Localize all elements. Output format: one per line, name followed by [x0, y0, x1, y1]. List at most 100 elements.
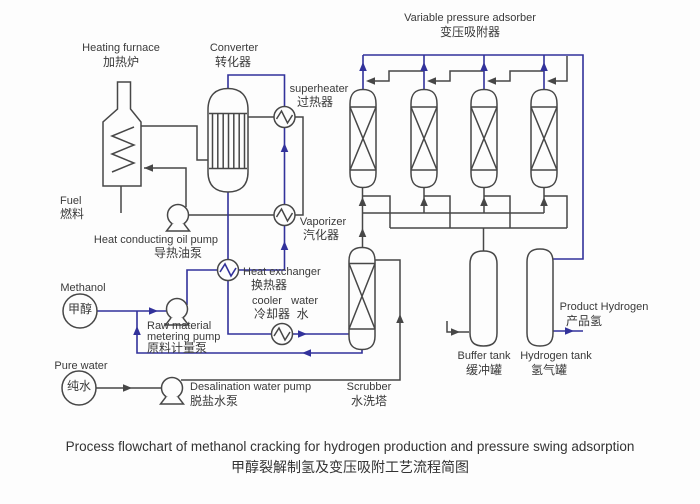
buffer-tank-label-en: Buffer tank [457, 350, 511, 362]
arrow-scrubber-riser-low [358, 228, 367, 237]
arrow-equalization-1 [366, 77, 375, 85]
raw-material-metering-pump [163, 297, 191, 326]
arrow-riser-3 [480, 62, 488, 71]
vaporizer-label-en: Vaporizer [299, 216, 347, 228]
pure-water-label-zh: 纯水 [66, 379, 91, 393]
buffer-inlet-stub [446, 321, 469, 333]
cooler [270, 322, 294, 346]
converter-label-zh: 转化器 [214, 55, 251, 69]
fuel-label-zh: 燃料 [60, 207, 85, 221]
arrow-adsorber2-feed [420, 197, 428, 206]
desalination-pump-label-en: Desalination water pump [190, 381, 312, 393]
product-hydrogen-label-zh: 产品氢 [565, 314, 602, 328]
converter-tubes [209, 112, 247, 170]
scrubber-packing [348, 262, 376, 330]
thermal-oil-piping [120, 116, 304, 216]
diagram-caption-zh: 甲醇裂解制氢及变压吸附工艺流程简图 [231, 459, 469, 475]
arrow-methanol [149, 307, 158, 315]
hydrogen-tank [526, 248, 554, 347]
process-arrowheads [133, 62, 574, 357]
adsorber-top-risers [362, 55, 545, 90]
arrow-riser-1 [359, 62, 367, 71]
methanol-label-en: Methanol [60, 282, 106, 294]
hydrogen-tank-label-zh: 氢气罐 [530, 363, 567, 377]
product-hydrogen-label-en: Product Hydrogen [559, 301, 649, 313]
pure-water-source [61, 370, 97, 406]
arrow-equalization-4 [547, 77, 556, 85]
scrubber-column [348, 246, 376, 351]
fuel-label-en: Fuel [60, 195, 82, 207]
vaporizer-coil-symbol [275, 207, 294, 223]
arrow-buffer-inlet [451, 328, 460, 336]
superheater-label-en: superheater [289, 83, 349, 95]
heating-furnace-label-zh: 加热炉 [102, 55, 139, 69]
heating-furnace [102, 81, 142, 187]
methanol-source [62, 293, 98, 329]
buffer-tank [469, 250, 498, 347]
arrow-recycle-left [302, 349, 311, 357]
metering-pump-label-en1: Raw material [147, 320, 212, 332]
arrow-to-scrubber [298, 330, 307, 338]
furnace-coil [110, 126, 136, 173]
arrow-adsorber1-feed [358, 197, 367, 206]
oil-pump-label-en: Heat conducting oil pump [93, 234, 219, 246]
heat-exchanger-label-en: Heat exchanger [243, 266, 321, 278]
converter-label-en: Converter [209, 42, 259, 54]
arrow-adsorber3-feed [480, 197, 488, 206]
furnace-body [102, 81, 142, 187]
arrow-equalization-3 [487, 77, 496, 85]
arrow-adsorber4-feed [540, 197, 548, 206]
arrow-to-vaporizer [280, 241, 289, 250]
feed-preheat-line [186, 74, 286, 305]
arrow-riser-4 [540, 62, 548, 71]
oil-pump-label-zh: 导热油泵 [153, 246, 202, 260]
adsorber-column-4 [530, 88, 558, 189]
arrow-pure-water [123, 384, 132, 392]
desalination-water-pump [158, 376, 186, 405]
arrow-to-superheater [280, 143, 289, 152]
scrubber-label-zh: 水洗塔 [350, 394, 387, 408]
superheater [273, 105, 296, 129]
superheater-to-vaporizer-line [295, 116, 304, 216]
arrow-recycle-up [133, 326, 141, 335]
arrow-product-hydrogen [565, 327, 574, 335]
heat-conducting-oil-pump [164, 203, 192, 232]
metering-pump-base [163, 317, 191, 326]
diagram-caption-en: Process flowchart of methanol cracking f… [65, 439, 635, 454]
adsorber-title-zh: 变压吸附器 [439, 25, 500, 39]
hydrogen-tank-label-en: Hydrogen tank [520, 350, 592, 362]
methanol-label-zh: 甲醇 [67, 302, 92, 316]
scrubber-shell [348, 246, 376, 351]
adsorber-title-en: Variable pressure adsorber [404, 12, 536, 24]
stepover-branches [362, 195, 568, 228]
superheater-label-zh: 过热器 [296, 95, 333, 109]
superheater-coil-symbol [275, 109, 294, 125]
heat-exchanger-coil-symbol [219, 262, 237, 278]
vaporizer [273, 203, 296, 227]
adsorber-column-2 [410, 88, 438, 189]
arrow-riser-2 [420, 62, 428, 71]
converter-outlet-line [227, 192, 349, 335]
vaporizer-label-zh: 汽化器 [302, 228, 339, 242]
metering-pump-label-en2: metering pump [147, 331, 221, 343]
cooler-coil-symbol [273, 326, 291, 342]
cooler-water-label-en: cooler water [252, 295, 319, 307]
arrow-wash-water-up [396, 314, 404, 323]
utility-arrowheads [123, 77, 556, 392]
pure-water-label-en: Pure water [54, 360, 108, 372]
arrow-into-furnace [144, 164, 153, 172]
furnace-to-converter-line [141, 125, 208, 161]
desalination-pump-label-zh: 脱盐水泵 [190, 394, 239, 408]
heat-exchanger [216, 258, 240, 282]
equalization-lines [368, 56, 568, 82]
converter-vessel [207, 87, 249, 193]
cooler-water-label-zh: 冷却器 水 [254, 307, 309, 321]
adsorber-column-1 [349, 88, 377, 189]
desalination-pump-base [158, 396, 186, 405]
arrow-equalization-2 [427, 77, 436, 85]
metering-pump-label-zh: 原料计量泵 [147, 341, 208, 355]
adsorber-column-3 [470, 88, 498, 189]
heat-exchanger-label-zh: 换热器 [251, 278, 288, 292]
